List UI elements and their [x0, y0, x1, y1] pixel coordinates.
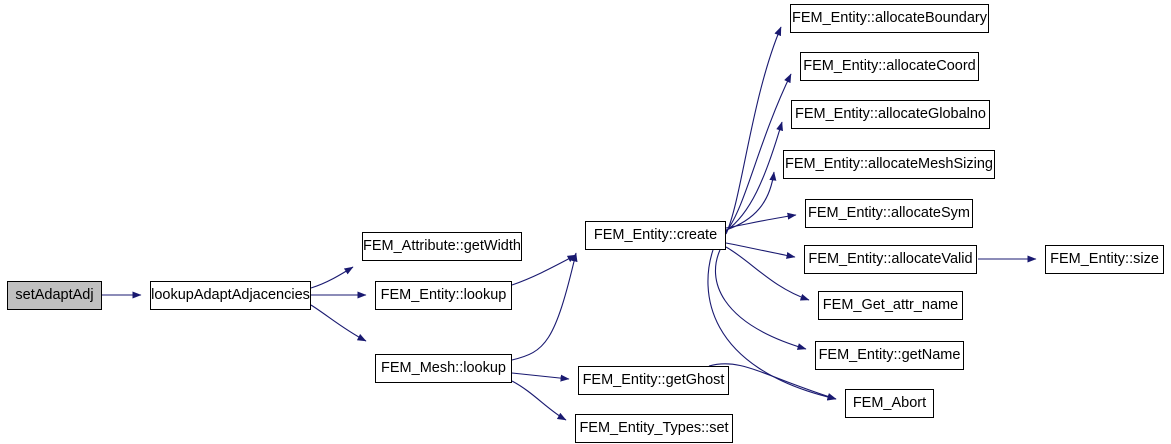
call-edge	[310, 266, 354, 289]
call-edge	[511, 372, 570, 382]
graph-node[interactable]: FEM_Abort	[845, 389, 934, 418]
graph-node-label: FEM_Attribute::getWidth	[363, 238, 521, 254]
graph-node[interactable]: FEM_Entity::getName	[815, 341, 964, 370]
graph-node-label: FEM_Entity::allocateGlobalno	[794, 106, 986, 122]
graph-node-label: FEM_Entity_Types::set	[579, 420, 729, 436]
graph-node-label: FEM_Entity::allocateValid	[808, 251, 973, 267]
graph-node[interactable]: FEM_Mesh::lookup	[375, 354, 512, 383]
graph-node[interactable]: FEM_Entity::lookup	[375, 281, 512, 310]
graph-node[interactable]: FEM_Entity::create	[585, 221, 726, 250]
call-edge	[511, 380, 567, 421]
graph-node[interactable]: FEM_Entity::size	[1045, 245, 1164, 274]
call-edge	[725, 26, 782, 235]
call-edge	[310, 304, 367, 342]
call-edge	[725, 246, 810, 301]
graph-node[interactable]: FEM_Entity_Types::set	[575, 414, 733, 443]
call-edge	[725, 121, 783, 232]
graph-node-label: FEM_Entity::create	[593, 227, 718, 243]
call-edge	[725, 73, 792, 233]
graph-node[interactable]: FEM_Entity::allocateValid	[804, 245, 977, 274]
graph-node[interactable]: FEM_Entity::allocateGlobalno	[791, 100, 990, 129]
call-edge	[714, 249, 807, 350]
graph-node-root[interactable]: setAdaptAdj	[7, 281, 102, 310]
call-edge	[725, 242, 796, 259]
graph-node-label: lookupAdaptAdjacencies	[151, 287, 310, 303]
graph-node-label: FEM_Entity::lookup	[380, 287, 507, 303]
graph-node-label: FEM_Entity::getName	[818, 347, 961, 363]
graph-node-label: FEM_Entity::allocateBoundary	[791, 10, 988, 26]
graph-node[interactable]: FEM_Entity::allocateMeshSizing	[783, 150, 995, 179]
call-edge	[511, 252, 578, 361]
graph-node[interactable]: FEM_Attribute::getWidth	[362, 232, 522, 261]
graph-node[interactable]: FEM_Get_attr_name	[818, 291, 963, 320]
graph-node-label: setAdaptAdj	[15, 287, 94, 303]
call-edge	[725, 212, 797, 229]
graph-node[interactable]: FEM_Entity::allocateCoord	[800, 52, 979, 81]
graph-node-label: FEM_Abort	[852, 395, 927, 411]
graph-node-label: FEM_Entity::getGhost	[582, 372, 725, 388]
graph-node-label: FEM_Entity::allocateSym	[808, 205, 970, 221]
graph-node-label: FEM_Get_attr_name	[822, 297, 959, 313]
graph-node-label: FEM_Entity::allocateCoord	[803, 58, 976, 74]
graph-node[interactable]: FEM_Entity::getGhost	[578, 366, 729, 395]
graph-node-label: FEM_Mesh::lookup	[381, 360, 506, 376]
graph-node[interactable]: lookupAdaptAdjacencies	[150, 281, 311, 310]
call-edge	[725, 171, 777, 231]
graph-node[interactable]: FEM_Entity::allocateSym	[805, 199, 973, 228]
graph-node-label: FEM_Entity::allocateMeshSizing	[785, 156, 993, 172]
graph-node[interactable]: FEM_Entity::allocateBoundary	[790, 4, 989, 33]
graph-node-label: FEM_Entity::size	[1050, 251, 1159, 267]
